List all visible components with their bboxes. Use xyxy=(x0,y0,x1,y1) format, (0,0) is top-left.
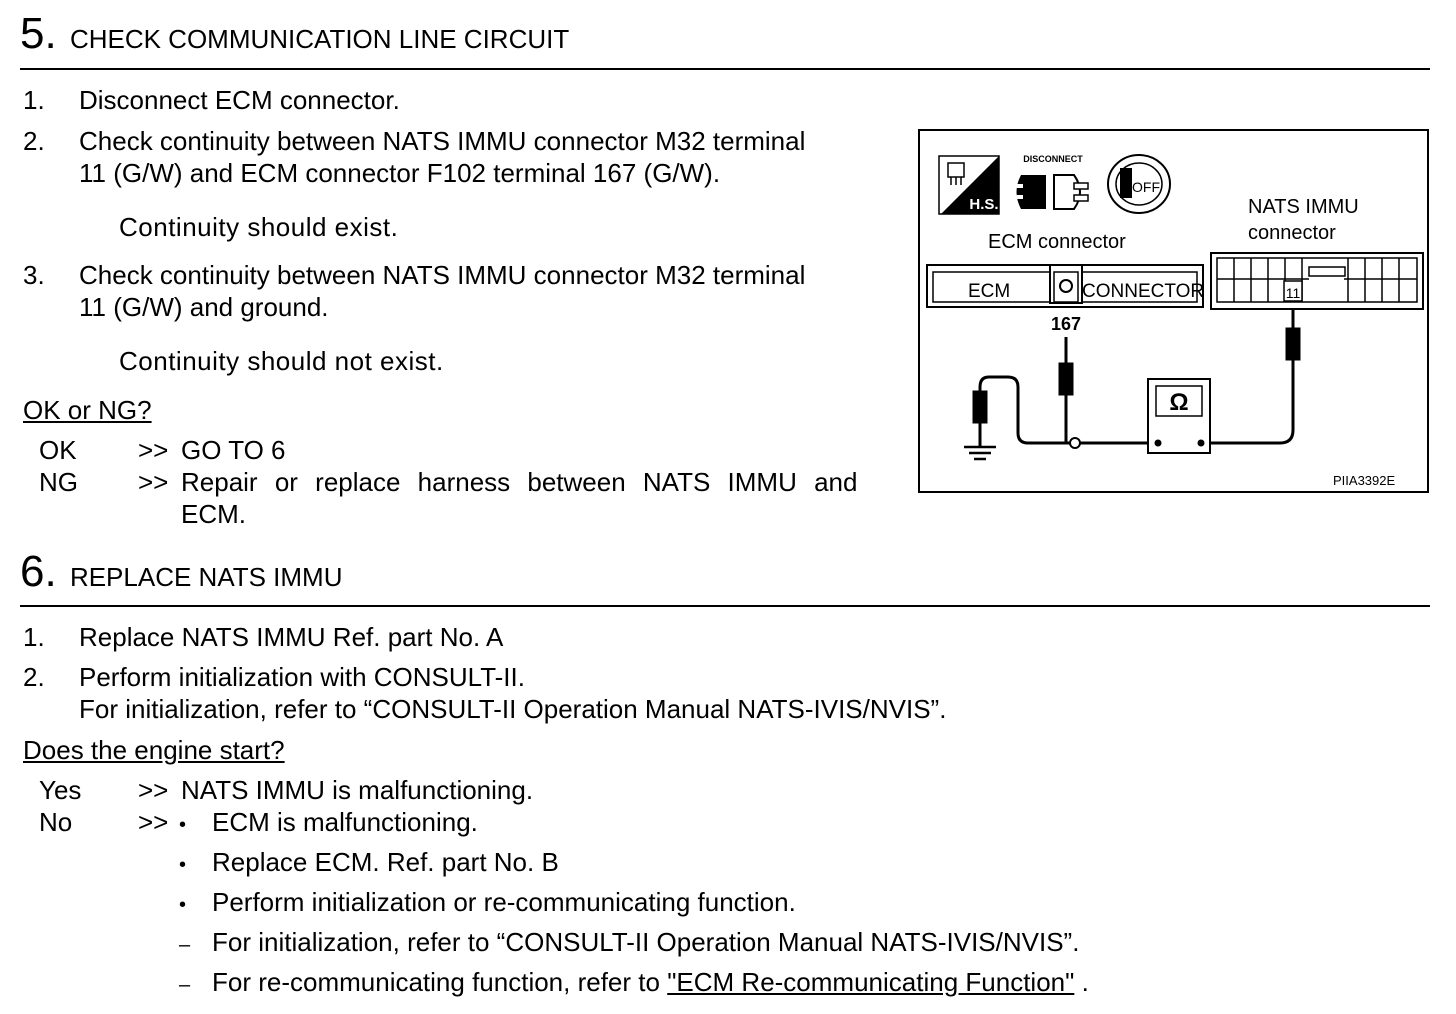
ecm-connector-label: ECM connector xyxy=(988,231,1126,253)
nats-immu-connector: 11 xyxy=(1210,252,1424,310)
step-6-item-1-text: Replace NATS IMMU Ref. part No. A xyxy=(79,622,504,652)
step-5-item-3-line2: 11 (G/W) and ground. xyxy=(79,292,329,322)
nats-connector-label-line2: connector xyxy=(1248,222,1336,244)
no-dash-2-prefix: For re-communicating function, refer to xyxy=(212,967,668,997)
step-5-header: 5. CHECK COMMUNICATION LINE CIRCUIT xyxy=(20,8,569,61)
spec-continuity-exist: Continuity should exist. xyxy=(119,212,399,242)
step-5-item-3-num: 3. xyxy=(23,260,45,290)
step-5-item-1-num: 1. xyxy=(23,85,45,115)
answer-no-arrow: >> xyxy=(138,807,169,837)
step-6-item-2-num: 2. xyxy=(23,662,45,692)
answer-no-label: No xyxy=(39,807,73,837)
answer-ng-line1: Repair or replace harness between NATS I… xyxy=(181,467,858,497)
step-5-item-1-text: Disconnect ECM connector. xyxy=(79,85,400,115)
step-5-question: OK or NG? xyxy=(23,395,152,425)
step-5-item-2-line2: 11 (G/W) and ECM connector F102 terminal… xyxy=(79,158,721,188)
ohmmeter-icon: Ω xyxy=(1147,378,1211,454)
step-6-item-2-line1: Perform initialization with CONSULT-II. xyxy=(79,662,525,692)
answer-yes-text: NATS IMMU is malfunctioning. xyxy=(181,775,534,805)
no-dash-2: For re-communicating function, refer to … xyxy=(212,967,1089,998)
no-bullet-1: ECM is malfunctioning. xyxy=(212,807,478,837)
ecm-recommunicating-link[interactable]: "ECM Re-communicating Function" xyxy=(667,967,1075,997)
step-6-divider xyxy=(20,605,1430,607)
step-6-item-2-line2: For initialization, refer to “CONSULT-II… xyxy=(79,694,947,724)
step-5-item-2-line1: Check continuity between NATS IMMU conne… xyxy=(79,126,806,156)
answer-ok-label: OK xyxy=(39,435,77,465)
spec-continuity-not-exist: Continuity should not exist. xyxy=(119,346,444,376)
connector-text: CONNECTOR xyxy=(1082,281,1204,302)
hs-label: H.S. xyxy=(969,196,998,213)
step-5-item-3-line1: Check continuity between NATS IMMU conne… xyxy=(79,260,806,290)
step-5-divider xyxy=(20,68,1430,70)
ohm-symbol: Ω xyxy=(1169,389,1188,416)
wiring-harness xyxy=(964,309,1301,461)
answer-ng-line2: ECM. xyxy=(181,499,246,529)
splice-point xyxy=(1069,437,1081,449)
bullet-icon: • xyxy=(179,814,187,836)
bullet-icon: • xyxy=(179,854,187,876)
terminal-167-label: 167 xyxy=(1051,314,1081,334)
step-6-number: 6. xyxy=(20,547,57,596)
figure-code: PIIA3392E xyxy=(1333,473,1395,488)
answer-ng-label: NG xyxy=(39,467,78,497)
dash-icon: – xyxy=(179,934,191,956)
wiring-diagram: H.S. DISCONNECT OFF ECM connector NATS I… xyxy=(918,129,1429,493)
step-6-item-1-num: 1. xyxy=(23,622,45,652)
answer-ok-text: GO TO 6 xyxy=(181,435,286,465)
bullet-icon: • xyxy=(179,894,187,916)
answer-ok-arrow: >> xyxy=(138,435,169,465)
dash-icon: – xyxy=(179,974,191,996)
terminal-11-label: 11 xyxy=(1286,285,1301,301)
step-6-title: REPLACE NATS IMMU xyxy=(69,562,343,592)
disconnect-icon: DISCONNECT xyxy=(1013,154,1089,210)
step-5-number: 5. xyxy=(20,9,57,58)
no-bullet-3: Perform initialization or re-communicati… xyxy=(212,887,796,917)
hs-icon: H.S. xyxy=(938,155,1000,215)
ecm-connector: ECM CONNECTOR 167 xyxy=(926,264,1204,334)
answer-yes-arrow: >> xyxy=(138,775,169,805)
no-dash-2-suffix: . xyxy=(1074,967,1089,997)
disconnect-label: DISCONNECT xyxy=(1023,154,1083,164)
ecm-text: ECM xyxy=(968,281,1010,302)
step-6-question: Does the engine start? xyxy=(23,735,285,765)
step-5-title: CHECK COMMUNICATION LINE CIRCUIT xyxy=(69,24,570,54)
no-dash-1: For initialization, refer to “CONSULT-II… xyxy=(212,927,1080,957)
step-5-item-2-num: 2. xyxy=(23,126,45,156)
nats-connector-label-line1: NATS IMMU xyxy=(1248,196,1359,218)
no-bullet-2: Replace ECM. Ref. part No. B xyxy=(212,847,559,877)
off-label: OFF xyxy=(1132,179,1160,195)
answer-ng-arrow: >> xyxy=(138,467,169,497)
step-6-header: 6. REPLACE NATS IMMU xyxy=(20,546,343,599)
answer-yes-label: Yes xyxy=(39,775,82,805)
ignition-off-icon: OFF xyxy=(1107,154,1171,214)
